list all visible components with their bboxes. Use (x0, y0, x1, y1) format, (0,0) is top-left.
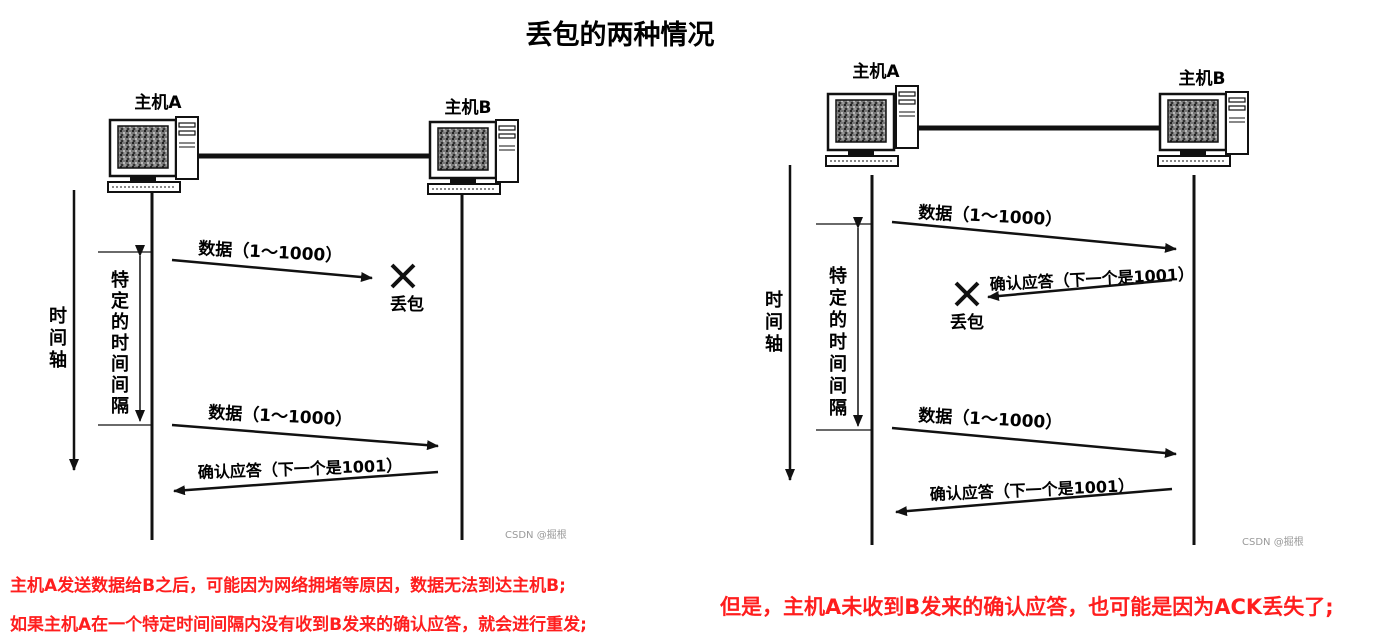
data-arrow-retransmit (891, 426, 1177, 458)
host-a-computer-icon (824, 85, 919, 168)
host-a-label: 主机A (134, 92, 182, 113)
data-label-first: 数据（1～1000） (198, 238, 343, 267)
caption-left-line2: 如果主机A在一个特定时间间隔内没有收到B发来的确认应答，就会进行重发; (10, 615, 587, 635)
interval-label: 特定的时间间隔 (829, 265, 847, 419)
data-arrow-first (891, 220, 1177, 253)
host-b-computer-icon (1156, 91, 1249, 168)
loss-x-icon (390, 263, 416, 289)
diagram-left: 主机A 主机B 时间轴 特定的时间间隔 数据（1～1000） 丢包 数据（1～1… (49, 92, 567, 541)
interval-label: 特定的时间间隔 (111, 269, 129, 417)
data-label-retransmit: 数据（1～1000） (918, 405, 1063, 434)
ack-arrow (173, 470, 439, 496)
ack-label: 确认应答（下一个是1001） (197, 456, 402, 482)
data-arrow-retransmit (171, 423, 439, 451)
page-title: 丢包的两种情况 (526, 19, 715, 51)
watermark-right: CSDN @掘根 (1242, 535, 1304, 548)
caption-left-line1: 主机A发送数据给B之后，可能因为网络拥堵等原因，数据无法到达主机B; (10, 576, 566, 596)
host-b-computer-icon (426, 119, 519, 196)
time-axis-label: 时间轴 (49, 306, 67, 371)
data-arrow-first (171, 258, 373, 282)
host-b-label: 主机B (445, 97, 492, 118)
caption-right: 但是，主机A未收到B发来的确认应答，也可能是因为ACK丢失了; (720, 595, 1334, 619)
watermark-left: CSDN @掘根 (505, 528, 567, 541)
host-a-label: 主机A (852, 61, 900, 82)
ack-arrow (895, 487, 1173, 517)
time-axis-label: 时间轴 (765, 290, 783, 355)
loss-label: 丢包 (390, 294, 424, 315)
ack-lost-label: 确认应答（下一个是1001） (989, 264, 1194, 294)
loss-label: 丢包 (950, 312, 984, 333)
data-label-retransmit: 数据（1～1000） (208, 402, 353, 431)
loss-x-icon (954, 281, 980, 307)
diagram-right: 主机A 主机B 时间轴 特定的时间间隔 数据（1～1000） 确认应答（下一个是… (765, 61, 1304, 548)
host-a-computer-icon (106, 116, 199, 194)
host-b-label: 主机B (1179, 68, 1226, 89)
ack-arrow-lost (987, 278, 1173, 301)
